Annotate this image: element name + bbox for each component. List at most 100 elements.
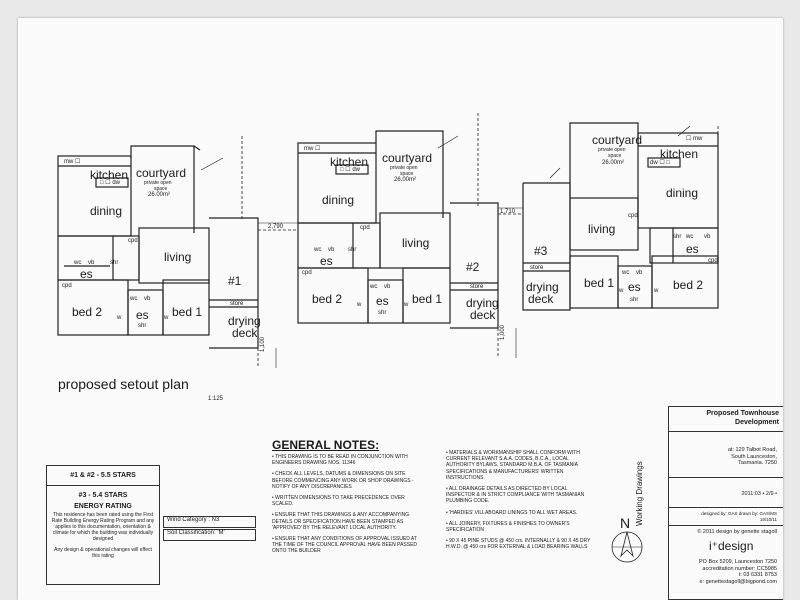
note-item: • CHECK ALL LEVELS, DATUMS & DIMENSIONS …	[272, 471, 414, 490]
unit-2-es-label: es	[320, 254, 333, 268]
unit-3-deck1-label: drying	[526, 280, 559, 294]
unit-2-dw-label: □ ☐ dw	[340, 167, 361, 173]
unit-1-deck2-label: deck	[232, 326, 258, 340]
title-block: Proposed Townhouse Development at: 129 T…	[668, 406, 783, 600]
unit-1-bed-b-label: bed 1	[172, 305, 203, 319]
unit-2-bed-b-label: bed 1	[412, 292, 443, 306]
unit-3-area-label: 26.00m²	[602, 160, 625, 166]
unit-2-number: #2	[466, 260, 480, 274]
note-item: • ENSURE THAT THIS DRAWINGS & ANY ACCOMP…	[272, 512, 410, 531]
unit-2-shr-label: shr	[348, 247, 357, 253]
unit-3-courtyard-sub2: space	[608, 153, 622, 159]
drawing-sheet: mw ☐ kitchen □ ☐ dw dining courtyard pri…	[18, 18, 783, 600]
note-item: • 'HARDIES' VILLABOARD LININGS TO ALL WE…	[446, 509, 578, 516]
unit-1-dining-label: dining	[90, 204, 123, 218]
unit-1-vdim: 1,100	[260, 336, 266, 352]
address-line-1: at: 129 Talbot Road,	[727, 447, 777, 453]
note-item: • THIS DRAWING IS TO BE READ IN CONJUNCT…	[272, 454, 408, 467]
unit-3-store-label: store	[530, 265, 544, 271]
unit-2-courtyard-sub: private open	[390, 165, 418, 171]
project-title: Proposed Townhouse Development	[669, 409, 783, 427]
unit-1-bed-a-label: bed 2	[72, 305, 103, 319]
unit-2-vdim: 1,000	[500, 324, 506, 340]
wind-category: Wind Category : N3	[163, 516, 256, 528]
general-notes-column-1: • THIS DRAWING IS TO BE READ IN CONJUNCT…	[272, 454, 422, 560]
unit-3-shr2-label: shr	[630, 297, 639, 303]
unit-3-dw-label: dw ☐ □	[650, 160, 671, 166]
unit-1-wc-label: wc	[74, 260, 82, 266]
unit-1-area-label: 26.00m²	[148, 192, 171, 198]
copyright-text: © 2011 design by genette stagoll	[697, 529, 777, 535]
address-line-3: Tasmania. 7250	[738, 460, 777, 467]
drawing-date: 19/10/11	[759, 517, 777, 522]
unit-2-cpd2-label: cpd	[302, 270, 312, 276]
unit-3-bed-a-label: bed 1	[584, 276, 615, 290]
unit-2-cpd-label: cpd	[360, 225, 370, 231]
unit-1-vb-label: vb	[88, 260, 95, 266]
working-drawings-label: Working Drawings	[635, 461, 644, 526]
unit-2-living-label: living	[402, 236, 430, 250]
note-item: • WRITTEN DIMENSIONS TO TAKE PRECEDENCE …	[272, 495, 405, 508]
accreditation-number: accreditation number: CC5985	[702, 565, 777, 572]
unit-1-dw-label: □ ☐ dw	[100, 180, 121, 186]
unit-2-deck1-label: drying	[466, 296, 499, 310]
unit-2-courtyard-sub2: space	[400, 171, 414, 177]
unit-3-courtyard-label: courtyard	[592, 133, 643, 147]
unit-2-courtyard-label: courtyard	[382, 151, 433, 165]
note-item: • ALL JOINERY, FIXTURES & FINISHES TO OW…	[446, 520, 570, 534]
note-item: • ALL DRAINAGE DETAILS AS DIRECTED BY LO…	[446, 486, 585, 505]
unit-1-shr-label: shr	[110, 260, 119, 266]
designed-by: designed by: GAS drawn by: GAS/MS	[701, 511, 777, 516]
project-title-line-2: Development	[735, 419, 779, 426]
energy-rating-heading: ENERGY RATING	[74, 503, 132, 510]
unit-1-store-label: store	[230, 301, 244, 307]
telephone: t: 03 6331 8753	[738, 572, 777, 579]
project-title-line-1: Proposed Townhouse	[706, 410, 779, 417]
unit-3-shr-label: shr	[673, 234, 682, 240]
energy-rating-body: This residence has been rated using the …	[51, 512, 155, 542]
unit-3-vb2-label: vb	[636, 270, 643, 276]
unit-3-w2-label: w	[654, 288, 659, 294]
unit-1-es-label: es	[80, 267, 93, 281]
energy-rating-box: #1 & #2 - 5.5 STARS #3 - 5.4 STARS ENERG…	[46, 465, 160, 585]
unit-3-es-label: es	[686, 242, 699, 256]
note-item: • ENSURE THAT ANY CONDITIONS OF APPROVAL…	[272, 536, 418, 555]
unit-2-area-label: 26.00m²	[394, 177, 417, 183]
unit-2-w1-label: w	[357, 302, 362, 308]
unit-3-w1-label: w	[619, 288, 624, 294]
unit-2-wc2-label: wc	[370, 284, 378, 290]
setout-plan-drawing	[57, 113, 719, 368]
unit-3-wc2-label: wc	[622, 270, 630, 276]
unit-2-bed-a-label: bed 2	[312, 292, 343, 306]
po-box: PO Box 5209, Launceston 7250	[699, 559, 777, 565]
unit-2-es2-label: es	[376, 294, 389, 308]
unit-1-walls	[57, 145, 259, 349]
i-design-logo: i⁺design	[709, 539, 754, 553]
unit-2-vb-label: vb	[328, 247, 335, 253]
unit-2-walls	[297, 130, 499, 329]
unit-3-cpd2-label: cpd	[708, 258, 718, 264]
unit-1-number: #1	[228, 274, 242, 288]
energy-rating-units-1-2: #1 & #2 - 5.5 STARS	[70, 472, 136, 479]
unit-1-shr2-label: shr	[138, 323, 147, 329]
unit-2-wc-label: wc	[314, 247, 322, 253]
site-address: at: 129 Talbot Road, South Launceston, T…	[728, 447, 777, 467]
unit-1-deck1-label: drying	[228, 314, 261, 328]
unit-1-dim: 2,790	[268, 224, 284, 230]
unit-1-living-label: living	[164, 250, 192, 264]
unit-3-dining-label: dining	[666, 186, 699, 200]
general-notes-column-2: • MATERIALS & WORKMANSHIP SHALL CONFORM …	[446, 450, 596, 556]
unit-3-walls	[522, 122, 719, 311]
unit-2-appliance-label: mw ☐	[304, 146, 321, 152]
unit-1-w1-label: w	[117, 315, 122, 321]
general-notes-title: GENERAL NOTES:	[272, 438, 380, 452]
setout-plan-title: proposed setout plan	[58, 376, 189, 392]
unit-1-cpd2-label: cpd	[62, 283, 72, 289]
unit-3-bed-b-label: bed 2	[673, 278, 704, 292]
energy-rating-unit-3: #3 - 5.4 STARS	[78, 492, 128, 499]
unit-2-deck2-label: deck	[470, 308, 496, 322]
email: e: genettestagoll@bigpond.com	[699, 578, 777, 585]
note-item: • MATERIALS & WORKMANSHIP SHALL CONFORM …	[446, 450, 580, 481]
unit-1-w2-label: w	[164, 315, 169, 321]
unit-1-appliance-label: mw ☐	[64, 159, 81, 165]
